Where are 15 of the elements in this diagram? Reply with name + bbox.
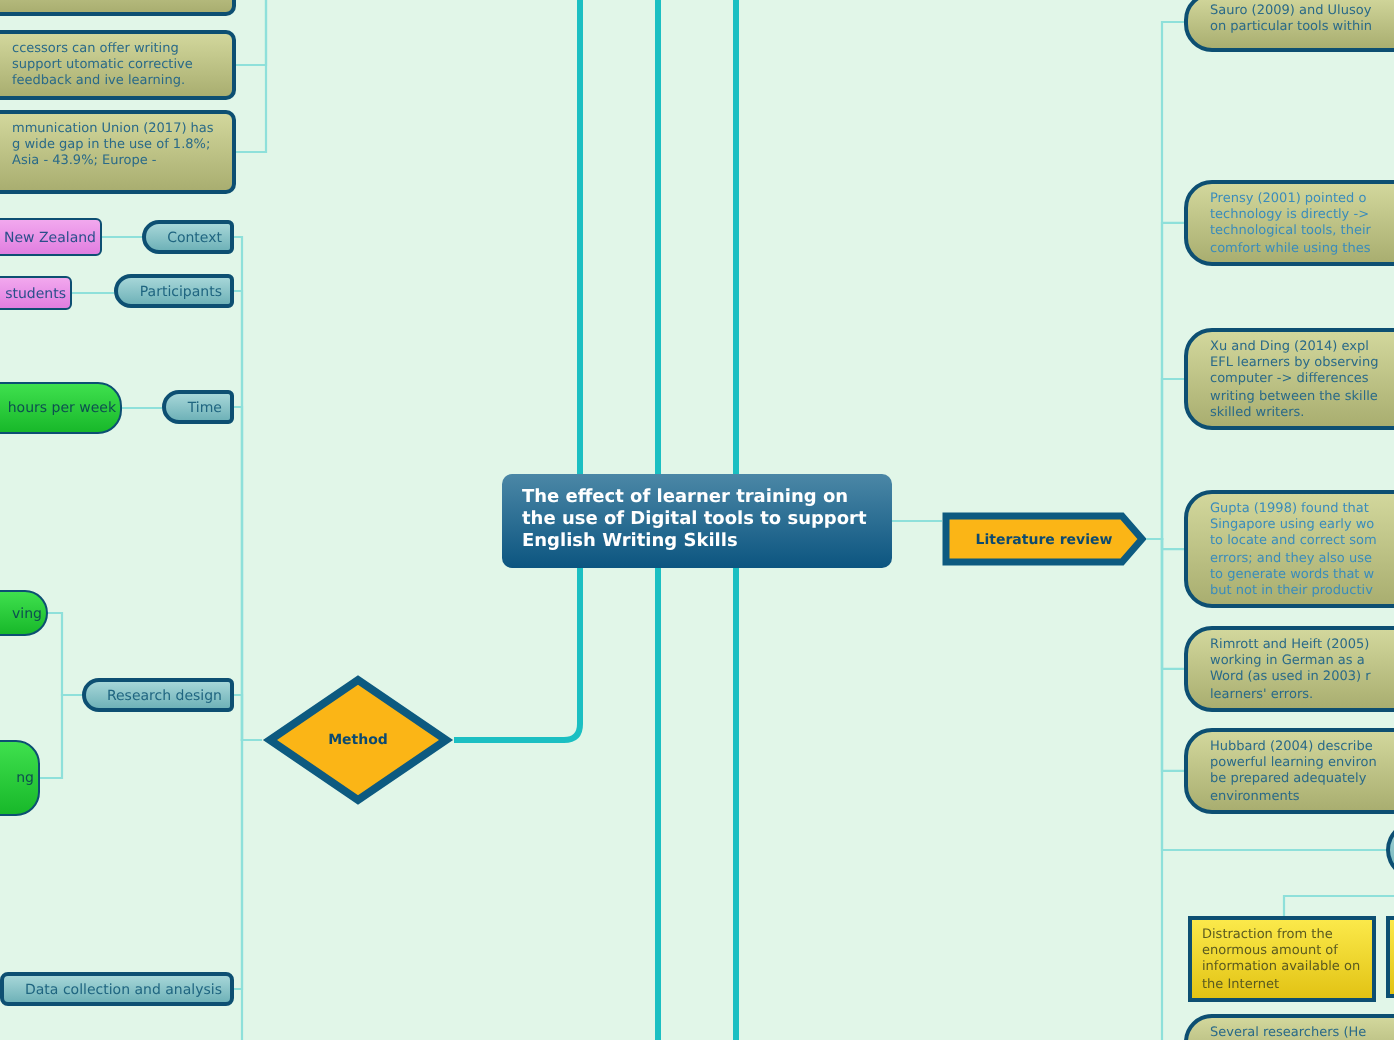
connector-line [236, 0, 268, 154]
decision-diamond [262, 674, 454, 806]
connector-line [102, 235, 142, 239]
connector-line [733, 0, 739, 474]
connector-line [122, 406, 162, 410]
connector-line [72, 291, 114, 295]
connector-line [655, 568, 661, 1040]
connector-line [577, 0, 583, 474]
connector-line [733, 568, 739, 1040]
connector-line [892, 519, 942, 523]
connector-line [454, 568, 583, 743]
connector-line [240, 738, 262, 1040]
central-topic-box: The effect of learner training on the use of Digital tools to support English Writing Skills [502, 474, 892, 568]
arrow-tag [942, 512, 1146, 566]
connector-line [655, 0, 661, 474]
